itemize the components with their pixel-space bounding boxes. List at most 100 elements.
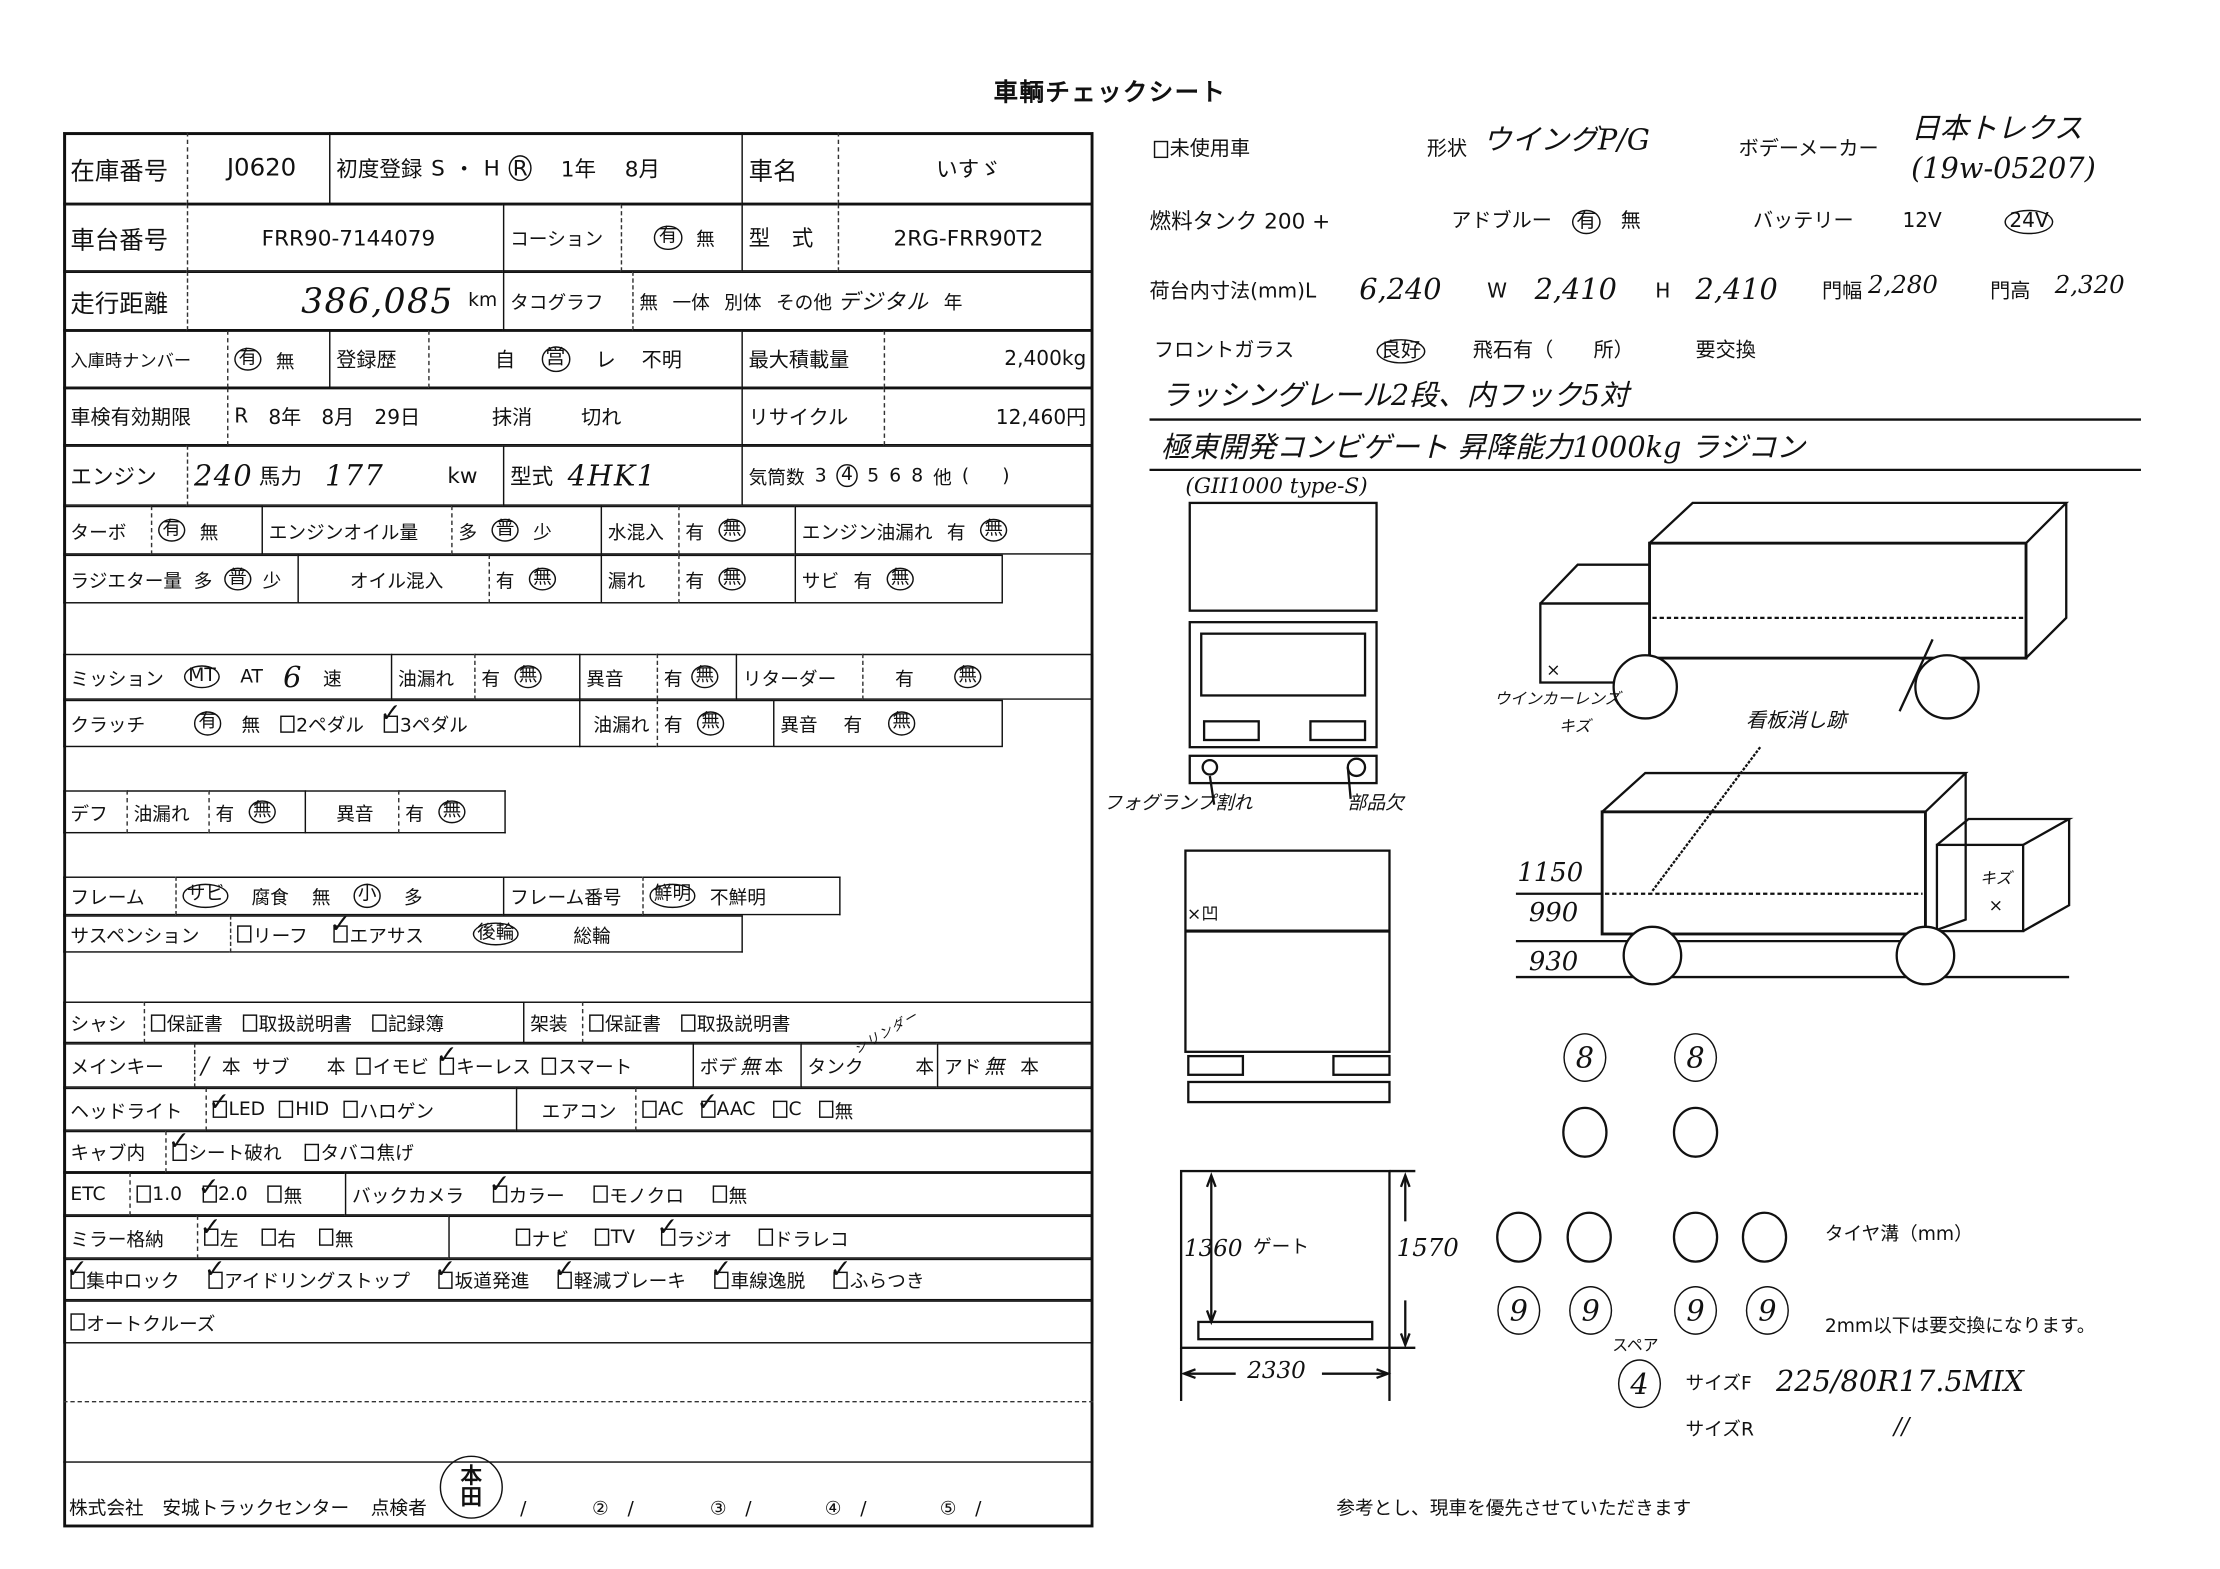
cancel: 抹消: [492, 406, 533, 430]
ac-checkbox[interactable]: AC: [642, 1099, 684, 1120]
label: 荷台内寸法(mm): [1149, 280, 1305, 304]
etc2-checkbox[interactable]: 2.0: [198, 1172, 248, 1205]
no-circled: 無: [980, 518, 1008, 542]
mono-checkbox[interactable]: モノクロ: [593, 1180, 685, 1208]
dashcam-checkbox[interactable]: ドラレコ: [758, 1224, 849, 1251]
era-s: S: [431, 155, 445, 182]
body-warranty-checkbox[interactable]: 保証書: [589, 1009, 661, 1036]
label: 無: [834, 1101, 854, 1123]
aac-checkbox[interactable]: AAC: [697, 1087, 756, 1120]
footer-divider: [63, 1461, 1094, 1463]
pedal2-checkbox[interactable]: 2ペダル: [280, 710, 364, 737]
fog-lamp-note: フォグランプ割れ: [1103, 793, 1253, 815]
leaf-checkbox[interactable]: リーフ: [237, 920, 308, 948]
label: モノクロ: [609, 1186, 685, 1208]
label: スマート: [558, 1057, 633, 1080]
label: 水混入: [607, 522, 664, 544]
c-checkbox[interactable]: C: [772, 1099, 802, 1120]
value: J0620: [226, 153, 297, 183]
gate-label: ゲート: [1252, 1237, 1310, 1259]
none-checkbox[interactable]: 無: [818, 1096, 854, 1123]
label: 3ペダル: [399, 715, 468, 738]
unused-checkbox[interactable]: 未使用車: [1153, 138, 1250, 164]
leak-label: 漏れ: [600, 554, 679, 604]
lane-departure-checkbox[interactable]: 車線逸脱: [710, 1254, 805, 1293]
tv-checkbox[interactable]: TV: [594, 1226, 635, 1248]
cruise-checkbox[interactable]: オートクルーズ: [70, 1308, 215, 1336]
cargo-width: 2,410: [1534, 271, 1617, 307]
pedal3-checkbox[interactable]: 3ペダル: [380, 698, 468, 738]
label: 取扱説明書: [696, 1014, 791, 1036]
label: 無: [334, 1229, 354, 1251]
label: 油漏れ: [398, 668, 455, 691]
air-susp-checkbox[interactable]: エアサス: [329, 909, 424, 948]
yes: 有: [853, 571, 873, 593]
gate-height: 1360: [1183, 1234, 1243, 1262]
num: ⑤: [939, 1498, 957, 1521]
central-lock-checkbox[interactable]: 集中ロック: [66, 1254, 180, 1293]
smart-checkbox[interactable]: スマート: [542, 1052, 632, 1079]
mirror-none-checkbox[interactable]: 無: [319, 1224, 354, 1251]
etc-none-checkbox[interactable]: 無: [267, 1180, 302, 1208]
year: 8年: [268, 406, 302, 430]
main-key-label: メインキー: [63, 1043, 194, 1088]
all-wheel: 総輪: [573, 926, 611, 948]
label: サスペンション: [70, 926, 200, 948]
halogen-checkbox[interactable]: ハロゲン: [343, 1096, 434, 1123]
right-checkbox[interactable]: 右: [261, 1224, 296, 1251]
no: 無: [1620, 209, 1641, 233]
speeds: 6: [283, 659, 303, 695]
body-manual-checkbox[interactable]: 取扱説明書: [681, 1009, 790, 1036]
year: 1年: [560, 155, 597, 182]
no-circled: 無: [514, 665, 542, 689]
opt: 多: [458, 522, 478, 544]
seat-torn-checkbox[interactable]: シート破れ: [168, 1127, 282, 1166]
opt-circled: 小: [353, 884, 381, 908]
back-camera: バックカメラカラーモノクロ無: [344, 1169, 1094, 1216]
wobble-checkbox[interactable]: ふらつき: [830, 1254, 925, 1293]
keyless-checkbox[interactable]: キーレス: [436, 1040, 531, 1079]
left-checkbox[interactable]: 左: [200, 1212, 239, 1251]
label: ラジエター量: [70, 571, 183, 593]
warranty-checkbox[interactable]: 保証書: [150, 1009, 223, 1036]
water-label: 水混入: [600, 505, 679, 555]
color-checkbox[interactable]: カラー: [489, 1169, 565, 1208]
gate-width: 2330: [1247, 1356, 1306, 1384]
etc1-checkbox[interactable]: 1.0: [136, 1183, 182, 1205]
label: クラッチ: [70, 715, 146, 738]
no-circled: 無: [528, 567, 557, 591]
leak-value: 有無: [678, 554, 795, 604]
navi-checkbox[interactable]: ナビ: [515, 1224, 569, 1251]
label: エアサス: [349, 926, 424, 948]
clutch-noise: 異音有無: [773, 699, 1003, 748]
radio-checkbox[interactable]: ラジオ: [656, 1212, 732, 1251]
tobacco-checkbox[interactable]: タバコ焦げ: [304, 1138, 414, 1165]
brake-assist-checkbox[interactable]: 軽減ブレーキ: [554, 1254, 686, 1293]
l-label: L: [1304, 280, 1317, 304]
cargo-height: 2,410: [1695, 271, 1778, 307]
idling-stop-checkbox[interactable]: アイドリングストップ: [204, 1254, 410, 1293]
cargo-dims: 荷台内寸法(mm)L: [1150, 280, 1317, 303]
immobi-checkbox[interactable]: イモビ: [356, 1052, 429, 1079]
label: コーション: [510, 229, 604, 252]
body-maker-no: (19w-05207): [1911, 150, 2096, 186]
led-checkbox[interactable]: LED: [208, 1087, 265, 1120]
windshield-label: フロントガラス: [1153, 339, 1295, 363]
opt: 8: [911, 464, 924, 487]
sign-trace-note: 看板消し跡: [1745, 709, 1847, 733]
manual-checkbox[interactable]: 取扱説明書: [242, 1009, 352, 1036]
hid-checkbox[interactable]: HID: [279, 1099, 329, 1120]
stock-label: 在庫番号: [63, 132, 187, 205]
hp: 240: [193, 458, 254, 493]
record-checkbox[interactable]: 記録簿: [372, 1009, 444, 1036]
caution-label: コーション: [502, 204, 621, 272]
no: 無: [199, 522, 219, 544]
tire-rear: 9: [1673, 1286, 1718, 1335]
era-h: H: [483, 155, 500, 182]
missing-part-note: 部品欠: [1347, 793, 1404, 815]
hill-start-checkbox[interactable]: 坂道発進: [434, 1254, 529, 1293]
inspection-label: 車検有効期限: [63, 387, 228, 446]
etc-label: ETC: [63, 1172, 130, 1216]
camera-none-checkbox[interactable]: 無: [712, 1180, 747, 1208]
chassis-label: 車台番号: [63, 204, 187, 272]
